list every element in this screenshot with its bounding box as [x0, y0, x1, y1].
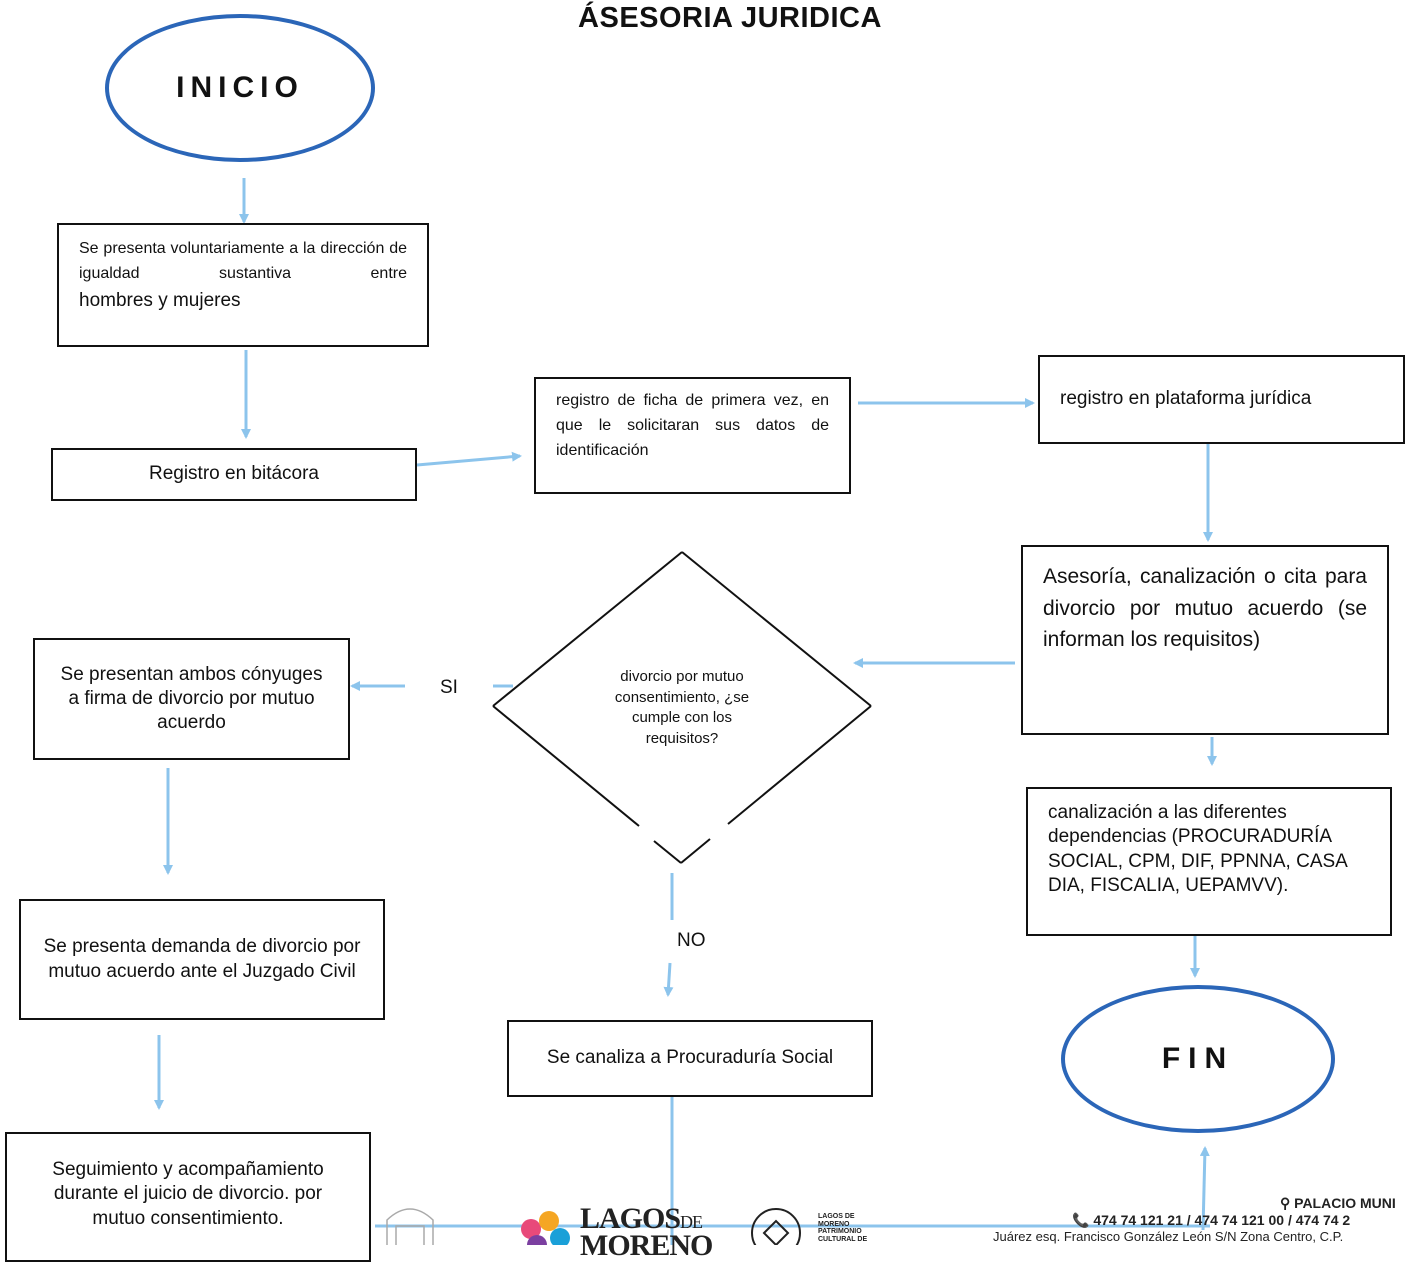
end-node: FIN: [1061, 985, 1335, 1133]
arrow-bottom-to-fin: [1199, 1146, 1210, 1231]
coat-of-arms-icon: [386, 1208, 434, 1245]
ambos-box: Se presentan ambos cónyuges a firma de d…: [33, 638, 350, 760]
start-node: INICIO: [105, 14, 375, 162]
decision-edge-top-left: [492, 551, 683, 707]
footer-place: ⚲ PALACIO MUNI: [1280, 1195, 1396, 1211]
canalizacion-box: canalización a las diferentes dependenci…: [1026, 787, 1392, 936]
heritage-logo-text: LAGOS DE MORENO PATRIMONIO CULTURAL DE: [818, 1213, 868, 1244]
ficha-box: registro de ficha de primera vez, en que…: [534, 377, 851, 494]
plataforma-box: registro en plataforma jurídica: [1038, 355, 1405, 444]
presenta-text-2: hombres y mujeres: [79, 289, 241, 311]
page-title: ÁSESORIA JURIDICA: [578, 2, 882, 34]
seguimiento-text: Seguimiento y acompañamiento durante el …: [52, 1159, 324, 1229]
heritage-seal-icon: [751, 1208, 801, 1245]
asesoria-text: Asesoría, canalización o cita para divor…: [1043, 565, 1367, 651]
procuraduria-text: Se canaliza a Procuraduría Social: [546, 1047, 834, 1069]
demanda-text: Se presenta demanda de divorcio por mutu…: [43, 936, 361, 982]
footer-phones: 📞 474 74 121 21 / 474 74 121 00 / 474 74…: [1072, 1212, 1351, 1228]
ficha-text: registro de ficha de primera vez, en que…: [556, 392, 829, 459]
procuraduria-box: Se canaliza a Procuraduría Social: [507, 1020, 873, 1097]
arrow-no-to-procuraduria: [663, 962, 674, 997]
bitacora-box: Registro en bitácora: [51, 448, 417, 501]
footer-address: Juárez esq. Francisco González León S/N …: [993, 1229, 1344, 1244]
lagos-flower-logo-icon: [521, 1211, 570, 1245]
decision-edge-top-right: [681, 551, 872, 707]
decision-edge-bottom-point-left: [653, 840, 682, 864]
lagos-logo: LAGOSDE MORENO: [580, 1202, 713, 1262]
decision-edge-bottom-right: [727, 705, 872, 825]
decision-edge-bottom-left: [492, 705, 640, 827]
arrow-bitacora-to-ficha: [416, 451, 522, 467]
decision-text: divorcio por mutuo consentimiento, ¿se c…: [614, 668, 750, 748]
logo-moreno-word: MORENO: [580, 1229, 713, 1262]
seguimiento-box: Seguimiento y acompañamiento durante el …: [5, 1132, 371, 1262]
decision-edge-bottom-point-right: [680, 838, 711, 864]
plataforma-text: registro en plataforma jurídica: [1060, 388, 1312, 409]
logo-lagos-word: LAGOS: [580, 1202, 681, 1235]
logo-de-word: DE: [680, 1212, 703, 1232]
demanda-box: Se presenta demanda de divorcio por mutu…: [19, 899, 385, 1020]
canalizacion-text: canalización a las diferentes dependenci…: [1048, 802, 1347, 896]
asesoria-box: Asesoría, canalización o cita para divor…: [1021, 545, 1389, 735]
no-label: NO: [677, 930, 706, 951]
presenta-text: Se presenta voluntariamente a la direcci…: [79, 240, 407, 282]
bitacora-text: Registro en bitácora: [148, 463, 320, 485]
yes-label: SI: [440, 677, 458, 698]
ambos-text: Se presentan ambos cónyuges a firma de d…: [60, 663, 323, 734]
presenta-box: Se presenta voluntariamente a la direcci…: [57, 223, 429, 347]
